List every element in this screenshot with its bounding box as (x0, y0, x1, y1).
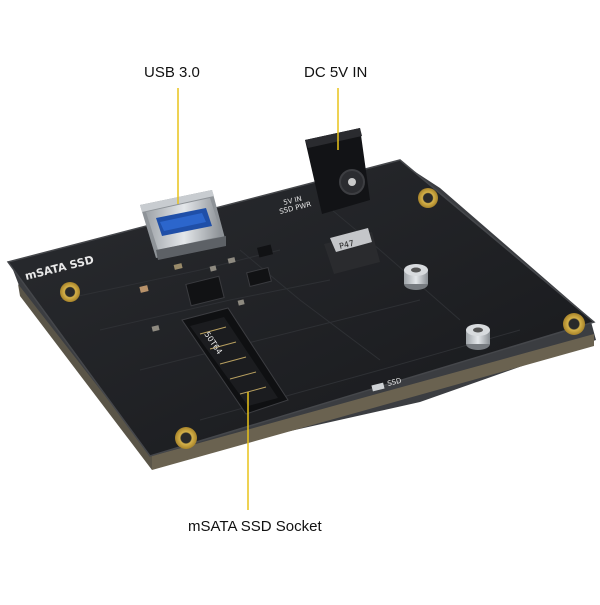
standoff-2 (466, 324, 490, 350)
mounting-hole-left (60, 282, 80, 302)
dc-callout: DC 5V IN (304, 64, 368, 81)
dc-jack (305, 128, 370, 214)
board-edge-right (152, 334, 594, 470)
board-edge-bottom (18, 284, 152, 470)
ic-chip-main (185, 275, 225, 307)
smd-part-6 (227, 257, 236, 264)
smd-part-2 (173, 263, 183, 270)
status-led (371, 382, 385, 392)
mounting-hole-top (418, 188, 438, 208)
usb-callout: USB 3.0 (144, 64, 200, 81)
inductor-mark: P47 (338, 239, 355, 251)
transistor (256, 244, 274, 258)
inductor: P47 (324, 228, 380, 274)
usb-port (140, 190, 226, 260)
mounting-hole-right (563, 313, 585, 335)
ic-chip-small (246, 266, 272, 288)
smd-part-5 (151, 325, 160, 332)
standoff-1 (404, 264, 428, 290)
socket-callout: mSATA SSD Socket (188, 518, 322, 535)
smd-part-3 (209, 265, 217, 272)
led-silk-label: SSD (387, 377, 403, 388)
mounting-hole-bottom (175, 427, 197, 449)
msata-socket: 50T64 (181, 307, 289, 415)
smd-part-4 (237, 299, 245, 306)
smd-part-1 (139, 285, 149, 293)
